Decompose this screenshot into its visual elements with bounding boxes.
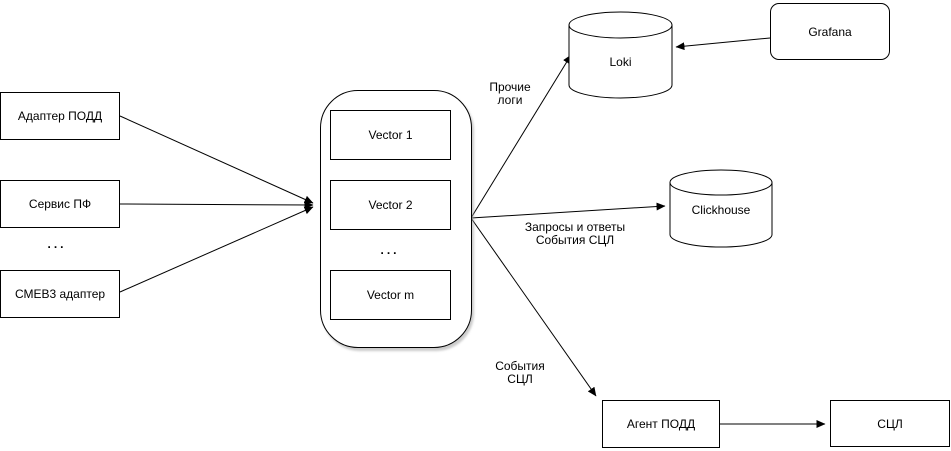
node-vector-1-label: Vector 1 xyxy=(368,128,413,142)
node-scl-label: СЦЛ xyxy=(877,416,903,431)
vectors-ellipsis: ... xyxy=(380,243,400,257)
node-clickhouse-label: Clickhouse xyxy=(691,203,751,217)
clickhouse-cylinder xyxy=(669,169,773,248)
edge-grafana-to-loki xyxy=(675,37,771,51)
edge-vector-to-loki xyxy=(470,54,572,219)
node-adapter-podd-label: Адаптер ПОДД xyxy=(17,109,103,123)
node-scl: СЦЛ xyxy=(830,400,950,447)
edge-label-other-logs: Прочие логи xyxy=(489,80,531,107)
edge-adapter-podd-to-vector xyxy=(119,115,314,204)
node-agent-podd: Агент ПОДД xyxy=(602,400,720,448)
loki-cylinder-top xyxy=(568,11,673,39)
edge-vector-to-agent-podd xyxy=(470,217,597,397)
node-service-pf: Сервис ПФ xyxy=(0,180,120,228)
node-grafana-label: Grafana xyxy=(808,24,852,39)
edge-label-requests-responses-events: Запросы и ответы События СЦЛ xyxy=(524,220,626,247)
clickhouse-cylinder-top xyxy=(669,169,773,196)
node-vector-2: Vector 2 xyxy=(330,180,451,230)
node-vector-1: Vector 1 xyxy=(330,110,451,160)
edge-service-pf-to-vector xyxy=(119,200,314,209)
loki-cylinder xyxy=(568,11,673,99)
node-loki-label: Loki xyxy=(609,55,632,69)
edge-vector-to-clickhouse xyxy=(470,202,666,219)
node-agent-podd-label: Агент ПОДД xyxy=(626,417,696,431)
node-smev3-adapter-label: СМЕВ3 адаптер xyxy=(14,287,106,301)
node-vector-m: Vector m xyxy=(330,270,451,320)
node-vector-2-label: Vector 2 xyxy=(368,198,413,212)
clickhouse-cylinder-body xyxy=(669,182,773,248)
node-adapter-podd: Адаптер ПОДД xyxy=(0,92,120,140)
sources-ellipsis: ... xyxy=(47,237,67,251)
edge-label-events-scl: События СЦЛ xyxy=(495,359,545,386)
node-smev3-adapter: СМЕВ3 адаптер xyxy=(0,270,120,318)
node-vector-m-label: Vector m xyxy=(366,288,415,302)
node-grafana: Grafana xyxy=(770,3,890,60)
edge-smev3-to-vector xyxy=(119,206,314,293)
node-service-pf-label: Сервис ПФ xyxy=(28,197,92,211)
loki-cylinder-body xyxy=(568,24,673,99)
